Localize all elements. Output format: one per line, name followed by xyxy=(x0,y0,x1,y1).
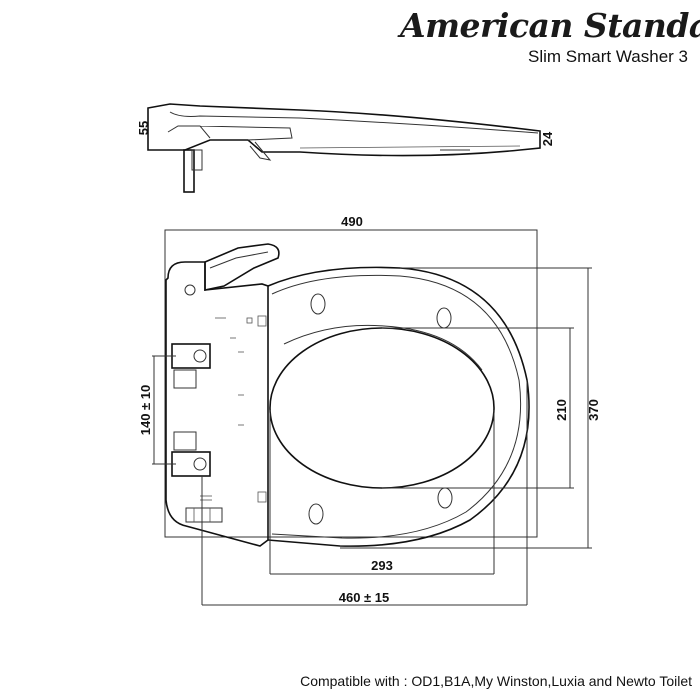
side-view xyxy=(147,103,541,193)
dim-bolt-spacing: 140 ± 10 xyxy=(138,385,153,436)
brand-logo: American Standard xyxy=(400,6,700,45)
seat-outer-ring xyxy=(267,266,530,547)
seat-opening xyxy=(269,327,495,489)
vent-grille xyxy=(185,507,223,523)
bolt-mount-upper xyxy=(171,343,211,389)
dim-mounting-length: 460 ± 15 xyxy=(339,590,390,605)
seat-outer-ring-inner-edge xyxy=(271,274,522,539)
dim-overall-length: 370 xyxy=(586,399,601,421)
bolt-mount-lower xyxy=(171,431,211,477)
compatibility-note: Compatible with : OD1,B1A,My Winston,Lux… xyxy=(300,673,692,689)
side-view-seat-top-line xyxy=(169,111,539,134)
dim-overall-width: 490 xyxy=(341,214,363,229)
side-view-water-inlet xyxy=(191,149,203,171)
side-view-hinge xyxy=(167,125,293,141)
dim-mounting-length-lines xyxy=(201,380,528,606)
dim-overall-length-lines xyxy=(340,267,592,549)
dim-side-front-height: 24 xyxy=(540,131,555,146)
button-icon xyxy=(184,284,196,296)
dim-inner-opening-width-lines xyxy=(382,327,574,489)
dim-inner-opening-width: 210 xyxy=(554,399,569,421)
side-view-bracket xyxy=(249,141,272,161)
dim-box-overall-width xyxy=(164,229,538,538)
dim-inner-opening-length-lines xyxy=(269,410,495,575)
dim-bolt-spacing-lines xyxy=(152,355,176,465)
body-outline xyxy=(165,261,269,547)
dim-inner-opening-length: 293 xyxy=(371,558,393,573)
side-view-seat-outline xyxy=(147,103,541,157)
control-panel xyxy=(204,243,280,291)
product-name: Slim Smart Washer 3 xyxy=(528,47,688,66)
dim-side-rear-height: 55 xyxy=(136,121,151,135)
side-view-mount-post xyxy=(183,149,195,193)
